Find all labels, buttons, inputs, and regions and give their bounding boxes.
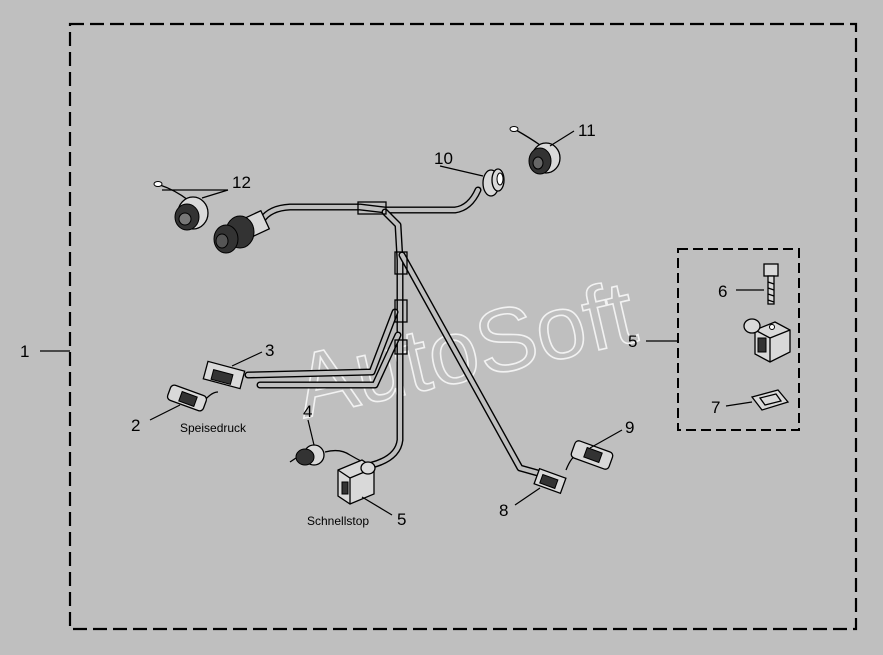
screw-icon	[763, 263, 779, 305]
watermark: AutoSoft	[286, 263, 645, 438]
callout-5-inset: 5	[628, 332, 637, 351]
callout-6: 6	[718, 282, 727, 301]
callout-1: 1	[20, 342, 29, 361]
harness-junctions	[357, 201, 408, 355]
callout-11: 11	[578, 121, 596, 140]
callout-3: 3	[265, 341, 274, 360]
valve-schnellstop-icon	[337, 459, 376, 505]
leader-lines	[40, 130, 764, 516]
callout-2: 2	[131, 416, 140, 435]
callout-10: 10	[434, 149, 453, 168]
callout-8: 8	[499, 501, 508, 520]
callout-9: 9	[625, 418, 634, 437]
round-connector-right-icon	[482, 168, 505, 197]
callout-5: 5	[397, 510, 406, 529]
callout-12: 12	[232, 173, 251, 192]
harness-wires	[244, 186, 549, 479]
seal-icon	[750, 389, 790, 411]
valve-inset-icon	[743, 318, 791, 363]
connector-right-icon	[533, 467, 567, 495]
sensor-right-icon	[565, 440, 614, 471]
ground-terminal-icon	[289, 444, 373, 467]
inset-frame	[677, 248, 800, 431]
assembly-frame	[68, 22, 858, 631]
cap-right-icon	[509, 126, 561, 175]
callout-4: 4	[303, 402, 312, 421]
callout-7: 7	[711, 398, 720, 417]
round-connector-left-icon	[213, 209, 271, 254]
label-schnellstop: Schnellstop	[307, 514, 369, 528]
sensor-speisedruck-icon	[166, 384, 219, 412]
label-speisedruck: Speisedruck	[180, 421, 247, 435]
cap-left-icon	[153, 181, 209, 231]
connector-speisedruck-icon	[202, 360, 246, 390]
